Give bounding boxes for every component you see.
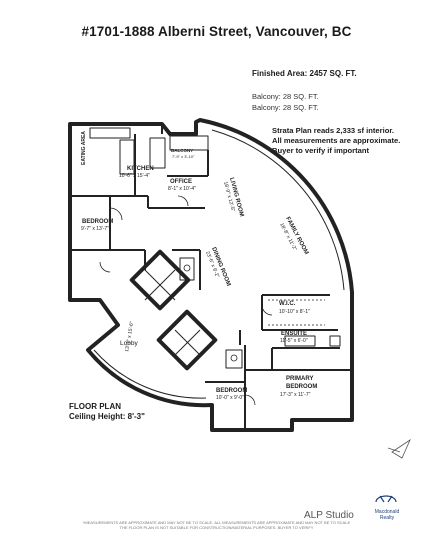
lobby-window-arc: [93, 349, 207, 399]
lobby-dims: 13'-1" x 15'-6": [124, 321, 135, 353]
eating-area-label: EATING AREA: [81, 131, 87, 165]
balcony-dims: 7'-9" x 3'-10": [172, 154, 195, 159]
bedroom-1-dims: 9'-7" x 13'-7": [81, 226, 109, 232]
disclaimer-line-2: THE FLOOR PLAN IS NOT SUITABLE FOR CONST…: [119, 525, 314, 530]
balcony-outline: [169, 135, 209, 151]
powder-room-fixtures: [179, 257, 195, 281]
strata-note: Strata Plan reads 2,333 sf interior.: [272, 126, 394, 135]
kitchen-label: KITCHEN: [127, 166, 154, 172]
verify-note: Buyer to verify if important: [272, 146, 370, 155]
elevator-core-2: [156, 309, 218, 371]
finished-area: Finished Area: 2457 SQ. FT.: [252, 69, 357, 78]
floor-plan-title: FLOOR PLAN Ceiling Height: 8'-3": [69, 402, 145, 422]
window-arc: [211, 129, 345, 291]
lobby-label: Lobby: [120, 340, 138, 347]
kitchen-island: [119, 139, 135, 175]
ensuite-vanity: [284, 335, 316, 347]
balcony-area-1: Balcony: 28 SQ. FT.: [252, 92, 319, 101]
brand-line-1: Macdonald: [374, 509, 400, 515]
north-arrow-icon: [387, 438, 411, 459]
ensuite-dims: 11'-5" x 6'-0": [280, 338, 308, 344]
primary-label-2: BEDROOM: [286, 384, 317, 390]
balcony-label: BALCONY: [171, 148, 193, 153]
disclaimer: *MEASUREMENTS ARE APPROXIMATE AND MAY NO…: [0, 520, 433, 530]
interior-walls: [70, 124, 352, 430]
brand-logo-icon: [375, 495, 397, 503]
disclaimer-line-1: *MEASUREMENTS ARE APPROXIMATE AND MAY NO…: [82, 520, 351, 525]
elevator-core-1: [129, 249, 191, 311]
ensuite-label: ENSUITE: [281, 331, 307, 337]
ceiling-height: Ceiling Height: 8'-3": [69, 412, 145, 421]
brand-line-2: Realty: [379, 515, 395, 521]
kitchen-dims: 10'-6" x 15'-4": [119, 173, 150, 179]
kitchen-counter: [89, 127, 131, 139]
wic-label: W.I.C.: [279, 301, 296, 307]
brand-name: Macdonald Realty: [372, 509, 402, 521]
office-label: OFFICE: [170, 179, 192, 185]
floor-plan-heading: FLOOR PLAN: [69, 402, 121, 411]
exterior-wall: [68, 118, 354, 432]
bedroom-2-label: BEDROOM: [216, 388, 247, 394]
studio-credit: ALP Studio: [304, 510, 354, 521]
kitchen-cabinet: [149, 137, 166, 169]
primary-dims: 17'-3" x 11'-7": [280, 392, 311, 398]
balcony-area-2: Balcony: 28 SQ. FT.: [252, 103, 319, 112]
office-dims: 8'-1" x 10'-4": [168, 186, 196, 192]
bedroom-1-label: BEDROOM: [82, 219, 113, 225]
bath-tub: [225, 349, 243, 369]
wic-dims: 10'-10" x 8'-1": [279, 309, 310, 315]
primary-label: PRIMARY: [286, 376, 313, 382]
approx-note: All measurements are approximate.: [272, 136, 401, 145]
bedroom-2-dims: 10'-0" x 9'-0": [216, 395, 244, 401]
page-title: #1701-1888 Alberni Street, Vancouver, BC: [81, 24, 352, 39]
